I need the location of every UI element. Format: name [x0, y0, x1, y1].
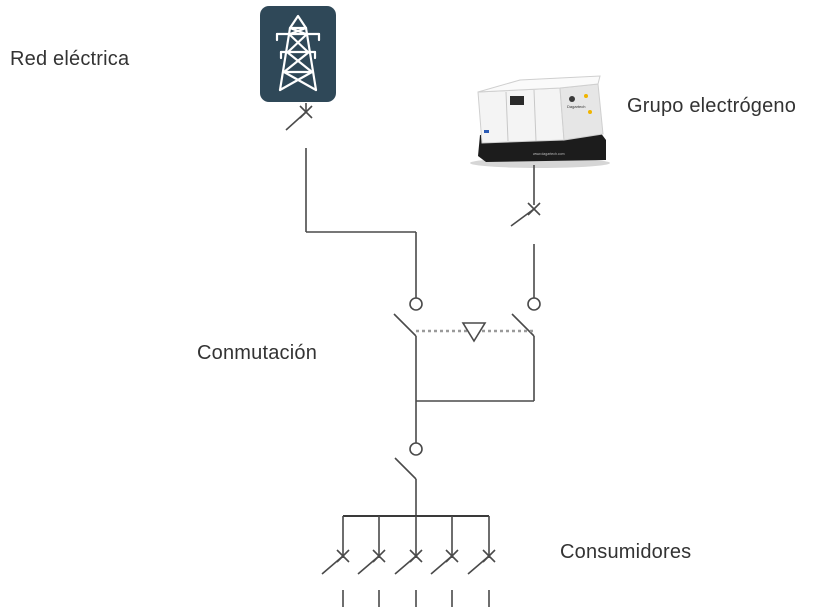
switching-label: Conmutación	[197, 342, 318, 364]
generator-branch	[510, 165, 541, 311]
transfer-switch	[393, 313, 535, 443]
grid-branch	[285, 103, 423, 311]
power-tower-icon	[260, 6, 336, 102]
consumer-feeder	[467, 516, 496, 607]
consumer-feeder	[357, 516, 386, 607]
consumer-feeders	[321, 516, 496, 607]
grid-label: Red eléctrica	[10, 48, 130, 70]
generator-brand-url: www.dagartech.com	[533, 152, 565, 156]
generator-label: Grupo electrógeno	[627, 95, 797, 117]
consumer-feeder	[394, 516, 423, 607]
generator-brand-text: Dagartech	[567, 104, 585, 109]
main-switch	[394, 442, 423, 516]
consumer-feeder	[430, 516, 459, 607]
generator-image: Dagartech www.dagartech.com	[470, 75, 610, 168]
consumers-label: Consumidores	[560, 541, 692, 563]
consumer-feeder	[321, 516, 350, 607]
